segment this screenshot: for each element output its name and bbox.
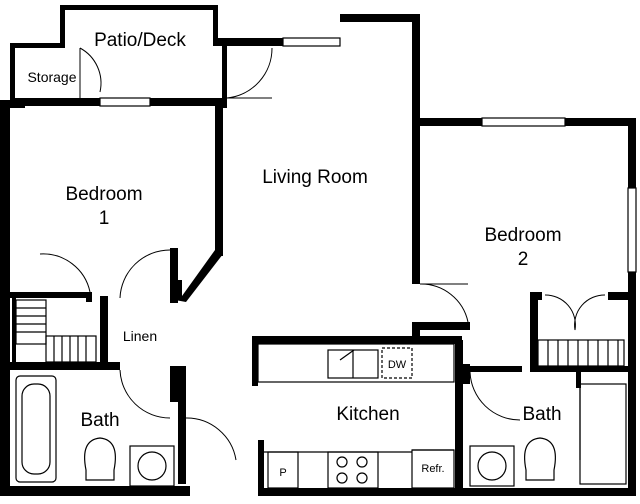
label-bedroom-1-number: 1 bbox=[99, 208, 110, 229]
label-bedroom-2-number: 2 bbox=[518, 249, 529, 270]
toilet bbox=[84, 437, 116, 481]
label-dishwasher: DW bbox=[388, 359, 407, 371]
label-bath-1: Bath bbox=[80, 410, 119, 431]
windows bbox=[99, 37, 637, 273]
stove bbox=[327, 451, 379, 489]
kitchen-fixtures bbox=[257, 343, 455, 489]
label-kitchen: Kitchen bbox=[336, 404, 399, 425]
closet-shelving-1 bbox=[15, 299, 97, 363]
shower bbox=[579, 383, 627, 485]
bathtub bbox=[15, 375, 57, 483]
label-bedroom-2: Bedroom bbox=[484, 225, 561, 246]
doors bbox=[39, 47, 606, 461]
toilet-2 bbox=[524, 437, 556, 481]
label-pantry: P bbox=[279, 467, 286, 479]
walls bbox=[0, 5, 636, 496]
label-linen: Linen bbox=[123, 328, 157, 344]
label-living-room: Living Room bbox=[262, 167, 368, 188]
label-patio: Patio/Deck bbox=[94, 30, 186, 51]
room-labels: Patio/Deck Storage Bedroom 1 Living Room… bbox=[27, 30, 561, 431]
dishwasher bbox=[381, 347, 413, 379]
fixture-labels: DW P Refr. bbox=[279, 359, 444, 479]
label-bedroom-1: Bedroom bbox=[65, 184, 142, 205]
label-storage: Storage bbox=[27, 69, 76, 85]
closet-shelving-2 bbox=[537, 339, 625, 367]
sink-2 bbox=[469, 445, 515, 487]
bath-2-fixtures bbox=[469, 383, 627, 487]
sink bbox=[129, 445, 175, 487]
kitchen-counter bbox=[257, 343, 455, 383]
label-bath-2: Bath bbox=[522, 404, 561, 425]
label-refrigerator: Refr. bbox=[421, 463, 444, 475]
bath-1-fixtures bbox=[15, 375, 175, 487]
